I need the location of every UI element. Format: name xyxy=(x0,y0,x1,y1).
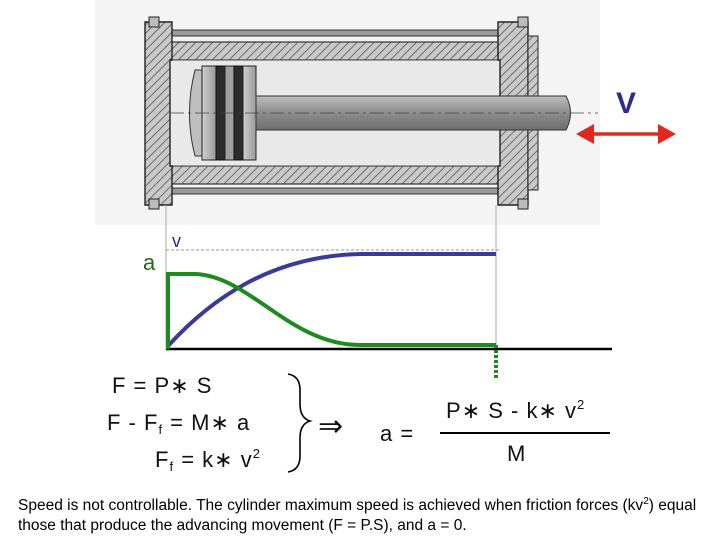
num-multiply-op-1: ∗ xyxy=(461,398,482,423)
rear-bolt-top xyxy=(148,16,160,28)
eq3-multiply-op: ∗ xyxy=(214,447,234,472)
caption-part-1: Speed is not controllable. The cylinder … xyxy=(18,497,644,514)
rear-end-cap xyxy=(144,21,173,206)
velocity-symbol: V xyxy=(616,87,636,120)
result-numerator: P∗ S - k∗ v2 xyxy=(446,397,585,424)
eq1-lead: F = P xyxy=(112,373,171,398)
barrel-wall-bottom xyxy=(161,165,508,185)
eq3-superscript: 2 xyxy=(252,446,261,461)
eq3-tail: v xyxy=(233,447,253,472)
velocity-arrow xyxy=(576,124,676,144)
eq3-subscript: f xyxy=(169,459,175,474)
num-lead: P xyxy=(446,398,462,423)
front-bolt-top xyxy=(517,16,529,28)
velocity-acceleration-graph xyxy=(166,249,612,378)
eq3-lead: F xyxy=(155,447,170,472)
eq2-lead: F - F xyxy=(107,410,159,435)
acceleration-label: a xyxy=(143,250,156,275)
num-mid: S - k xyxy=(481,398,539,423)
caption-superscript: 2 xyxy=(643,496,649,507)
eq2-mid: = M xyxy=(163,410,211,435)
equations-brace xyxy=(287,373,313,473)
eq1-multiply-op: ∗ xyxy=(170,373,190,398)
equation-friction: Ff = k∗ v2 xyxy=(155,446,261,474)
result-denominator: M xyxy=(507,441,527,466)
eq1-tail: S xyxy=(189,373,213,398)
result-lhs: a = xyxy=(380,421,415,446)
velocity-label: v xyxy=(172,231,181,251)
implies-arrow: ⇒ xyxy=(318,410,344,443)
tie-rod-bottom xyxy=(149,187,529,195)
rear-bolt-bottom xyxy=(148,198,160,210)
front-bolt-bottom xyxy=(517,198,529,210)
tie-rod-top xyxy=(149,29,529,37)
eq2-multiply-op: ∗ xyxy=(210,410,230,435)
eq2-subscript: f xyxy=(158,422,164,437)
velocity-curve xyxy=(166,252,496,348)
eq2-tail: a xyxy=(229,410,251,435)
caption: Speed is not controllable. The cylinder … xyxy=(18,492,718,536)
caption-part-2: ) equal those that produce the advancing… xyxy=(18,497,697,534)
equation-force: F = P∗ S xyxy=(112,373,212,399)
equation-net-force: F - Ff = M∗ a xyxy=(107,410,250,437)
num-multiply-op-2: ∗ xyxy=(538,398,558,423)
cylinder-assembly xyxy=(95,0,676,225)
num-superscript: 2 xyxy=(577,397,586,412)
acceleration-curve xyxy=(166,272,496,349)
eq3-mid: = k xyxy=(174,447,215,472)
num-tail: v xyxy=(557,398,578,423)
barrel-wall-top xyxy=(161,41,508,61)
